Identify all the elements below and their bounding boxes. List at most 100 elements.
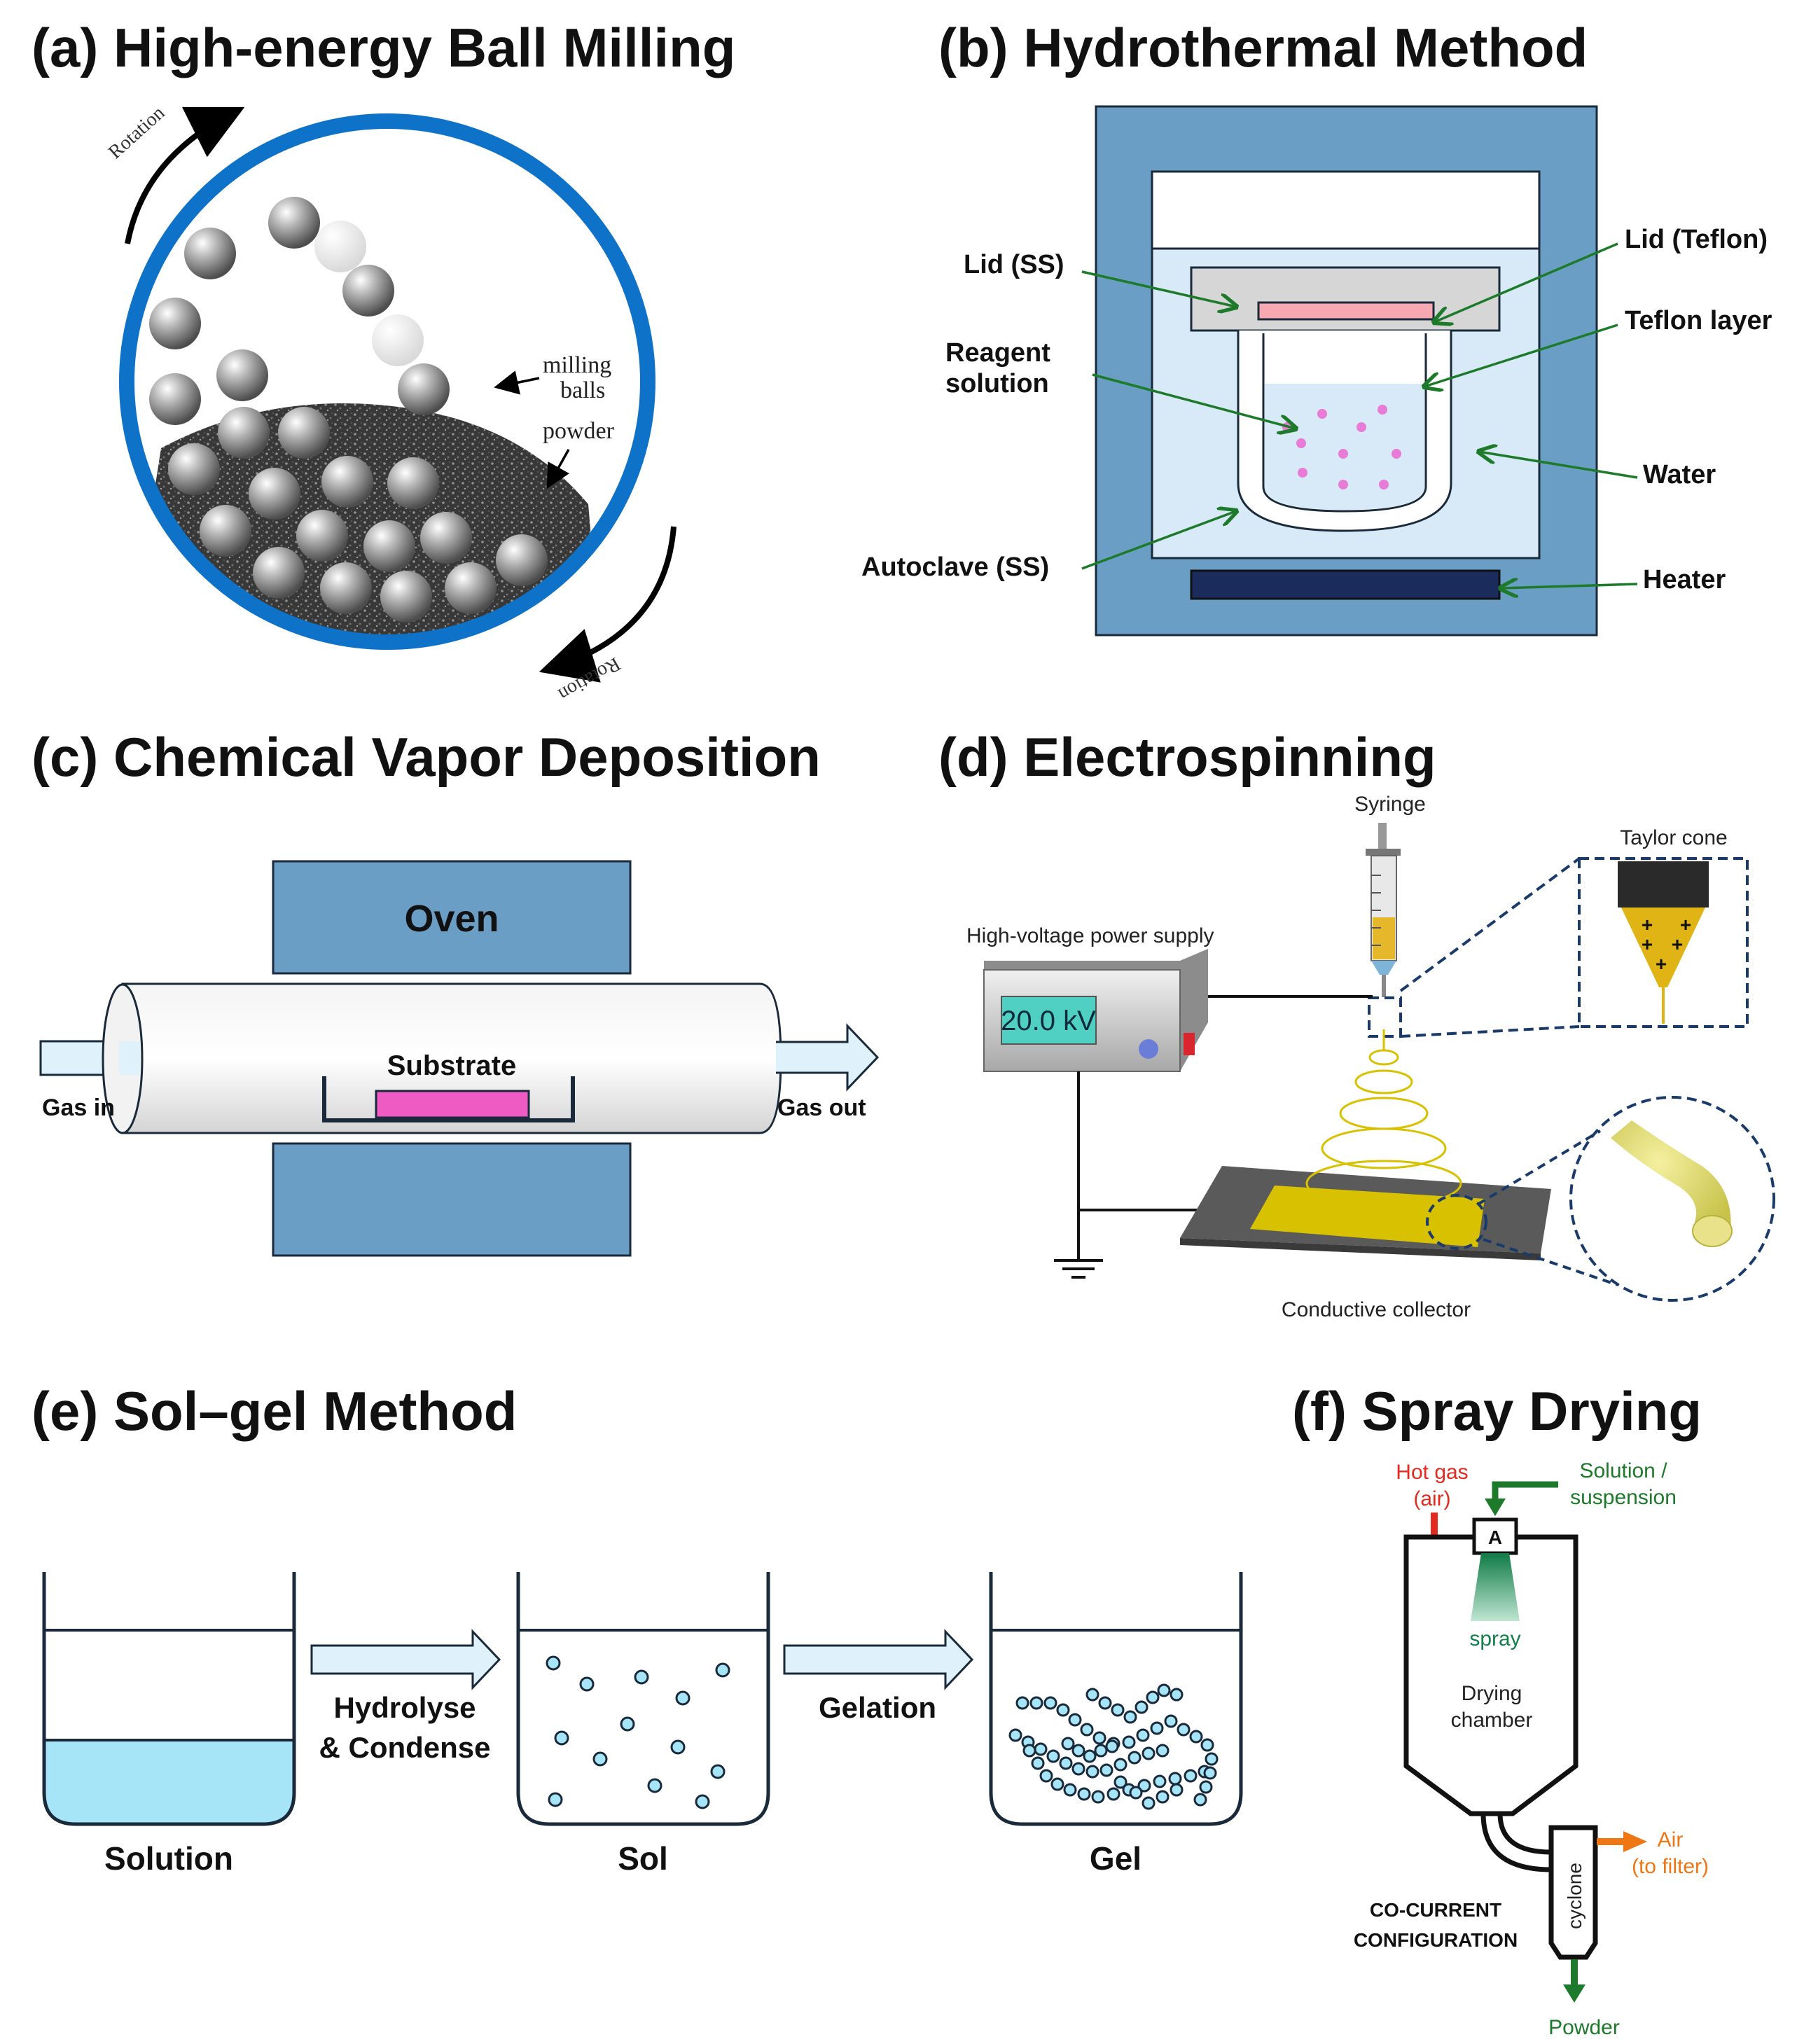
teflon-layer-label: Teflon layer (1625, 306, 1772, 335)
gas-in-label: Gas in (42, 1094, 115, 1121)
gel-bead (1059, 1756, 1073, 1770)
gas-out-arrow (776, 1023, 880, 1092)
gel-bead (1137, 1779, 1151, 1793)
hot-gas-label-1: Hot gas (1396, 1461, 1468, 1484)
gelation-arrow (783, 1629, 974, 1690)
milling-balls-label-2: balls (560, 377, 605, 403)
lid-ss (1190, 266, 1501, 332)
gel-bead (1098, 1696, 1112, 1710)
drying-chamber-label-1: Drying (1462, 1682, 1522, 1705)
svg-text:+: + (1656, 953, 1667, 975)
fiber-zoom-connectors (1476, 1129, 1618, 1286)
cyclone (1548, 1825, 1598, 1960)
gel-label: Gel (1090, 1840, 1142, 1877)
drying-chamber-label-2: chamber (1451, 1709, 1533, 1732)
panel-b-pointers (1081, 242, 1638, 588)
config-label-2: CONFIGURATION (1354, 1929, 1518, 1951)
air-outlet-arrowhead (1623, 1831, 1647, 1852)
gel-bead (1164, 1714, 1178, 1728)
gel-bead (1200, 1738, 1214, 1752)
gel-bead (1085, 1688, 1099, 1702)
rotation-label-top: Rotation (104, 102, 169, 164)
atomizer-label: A (1488, 1527, 1502, 1548)
gel-bead (1123, 1710, 1137, 1724)
lid-ss-label: Lid (SS) (964, 250, 1064, 279)
solution-feed-arrow (1492, 1481, 1558, 1502)
spray-cone (1471, 1553, 1520, 1621)
taylor-cone-label: Taylor cone (1620, 826, 1727, 849)
gel-bead (1113, 1758, 1127, 1772)
hydrolyse-label-1: Hydrolyse (333, 1691, 476, 1724)
milling-balls (149, 197, 548, 623)
gel-bead (1080, 1723, 1094, 1737)
transfer-duct (1480, 1813, 1552, 1872)
taylor-cone: ++ ++ + (1618, 861, 1709, 1024)
gel-bead (1170, 1783, 1184, 1797)
powder-arrow (546, 449, 570, 489)
panel-e-sol-gel: (e) Sol–gel Method Solution Hydrolyse & … (32, 1380, 1243, 1877)
hot-gas-label-2: (air) (1413, 1487, 1450, 1510)
gel-bead (1077, 1787, 1091, 1801)
cyclone-label: cyclone (1564, 1863, 1586, 1929)
gel-bead (1061, 1737, 1075, 1751)
milling-jar (119, 113, 655, 650)
panel-c-title: (c) Chemical Vapor Deposition (32, 726, 821, 788)
svg-text:+: + (1680, 914, 1691, 936)
substrate-boat (322, 1076, 575, 1122)
beaker-sol (516, 1572, 770, 1826)
gel-bead (1085, 1765, 1099, 1779)
panel-d-electrospinning: (d) Electrospinning Syringe Taylor cone … (938, 726, 1775, 1321)
power-supply: 20.0 kV (983, 949, 1208, 1072)
rotation-arrow-top (125, 106, 245, 244)
gel-bead (1156, 1744, 1170, 1758)
gel-bead (1029, 1696, 1043, 1710)
gel-bead (1189, 1730, 1203, 1744)
gel-bead (1129, 1786, 1143, 1800)
collector-label: Conductive collector (1282, 1298, 1471, 1321)
solution-feed-label-1: Solution / (1579, 1459, 1667, 1482)
gel-bead (1022, 1744, 1036, 1758)
milling-balls-arrow (494, 370, 540, 395)
air-label-2: (to filter) (1632, 1855, 1709, 1878)
gel-bead (1111, 1703, 1125, 1717)
gel-bead (1122, 1735, 1136, 1749)
taylor-cone-zoom-box (1578, 857, 1749, 1028)
gel-network (1008, 1683, 1219, 1810)
gel-bead (1091, 1790, 1105, 1804)
gel-bead (1063, 1783, 1077, 1797)
gel-bead (1031, 1756, 1045, 1770)
gel-bead (1127, 1751, 1142, 1765)
gel-bead (1043, 1696, 1057, 1710)
panel-b-title: (b) Hydrothermal Method (938, 17, 1588, 78)
gel-bead (1068, 1713, 1082, 1727)
gel-bead (1157, 1683, 1171, 1697)
powder-outlet-arrowhead (1563, 1984, 1586, 2003)
gel-bead (1094, 1744, 1108, 1758)
gel-bead (1135, 1700, 1149, 1714)
gel-bead (1170, 1688, 1184, 1702)
config-label-1: CO-CURRENT (1370, 1899, 1501, 1921)
syringe-label: Syringe (1354, 793, 1426, 816)
hydrolyse-label-2: & Condense (319, 1731, 490, 1764)
wiring (1054, 995, 1373, 1279)
gel-bead (1092, 1731, 1106, 1745)
gel-bead (1071, 1762, 1085, 1776)
heater (1190, 569, 1501, 600)
gel-bead (1056, 1703, 1070, 1717)
substrate (375, 1090, 530, 1119)
gas-out-label: Gas out (777, 1094, 866, 1121)
svg-text:+: + (1672, 933, 1683, 955)
oven-label: Oven (404, 898, 499, 940)
reagent-label-2: solution (945, 369, 1049, 398)
gel-bead (1193, 1793, 1207, 1807)
panel-e-title: (e) Sol–gel Method (32, 1380, 517, 1442)
spray-label: spray (1469, 1627, 1520, 1650)
gel-bead (1205, 1752, 1219, 1766)
gel-bead (1168, 1772, 1182, 1786)
drying-chamber (1403, 1534, 1578, 1816)
gel-bead (1142, 1746, 1156, 1760)
reagent-solution (1265, 384, 1424, 510)
solution-feed-arrowhead (1485, 1499, 1506, 1516)
gel-bead (1199, 1780, 1213, 1794)
autoclave-label: Autoclave (SS) (861, 552, 1049, 582)
